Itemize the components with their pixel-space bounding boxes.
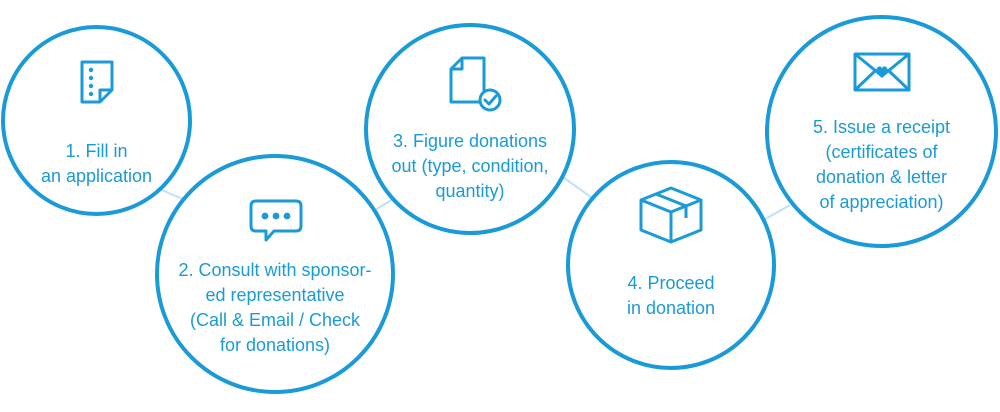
step-3-line-3: quantity) xyxy=(435,181,505,201)
step-4-circle: 4. Proceed in donation xyxy=(566,160,776,370)
step-4-line-2: in donation xyxy=(626,298,716,318)
step-2-line-4: for donations) xyxy=(219,335,331,355)
step-1-label: 1. Fill in an application xyxy=(5,139,188,189)
envelope-heart-icon xyxy=(853,52,911,92)
step-3-circle: 3. Figure donations out (type, condition… xyxy=(364,23,576,235)
step-2-line-3: (Call & Email / Check xyxy=(189,310,361,330)
connector-3-4 xyxy=(559,174,596,201)
step-2-line-2: ed representative xyxy=(205,285,345,305)
step-3-line-1: 3. Figure donations xyxy=(392,131,548,151)
step-5-label: 5. Issue a receipt (certificates of dona… xyxy=(769,115,994,215)
step-5-line-2: (certificates of xyxy=(825,142,938,162)
box-icon xyxy=(639,186,703,244)
step-3-label: 3. Figure donations out (type, condition… xyxy=(368,129,572,204)
form-page-icon xyxy=(80,60,114,104)
step-5-line-1: 5. Issue a receipt xyxy=(812,117,951,137)
document-check-icon xyxy=(449,56,502,112)
step-4-label: 4. Proceed in donation xyxy=(570,271,772,321)
step-1-line-2: an application xyxy=(40,166,153,186)
chat-bubble-icon xyxy=(249,199,303,242)
step-1-line-1: 1. Fill in xyxy=(65,141,128,161)
step-5-line-4: of appreciation) xyxy=(819,192,944,212)
step-1-circle: 1. Fill in an application xyxy=(1,25,192,216)
step-2-circle: 2. Consult with sponsor- ed representati… xyxy=(155,154,395,394)
step-5-circle: 5. Issue a receipt (certificates of dona… xyxy=(765,15,998,248)
step-5-line-3: donation & letter xyxy=(815,167,948,187)
step-2-label: 2. Consult with sponsor- ed representati… xyxy=(159,258,391,358)
step-2-line-1: 2. Consult with sponsor- xyxy=(178,260,372,280)
step-4-line-1: 4. Proceed xyxy=(627,273,715,293)
step-3-line-2: out (type, condition, xyxy=(391,156,549,176)
